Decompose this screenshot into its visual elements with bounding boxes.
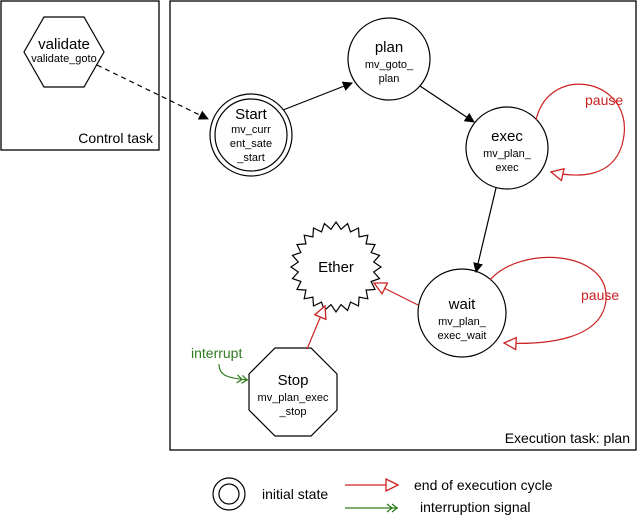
wait-pause-label: pause — [581, 287, 619, 303]
plan-state: plan mv_goto_ plan — [347, 17, 431, 101]
exec-line-1: mv_plan_ — [483, 148, 532, 160]
exec-line-2: exec — [495, 162, 519, 174]
legend-initial-state-symbol — [212, 477, 246, 511]
stop-name: Stop — [278, 372, 309, 389]
legend-interruption: interruption signal — [420, 499, 531, 515]
legend-initial-state: initial state — [262, 486, 328, 502]
validate-function: validate_goto — [31, 53, 96, 65]
interrupt-label: interrupt — [191, 345, 242, 361]
wait-line-2: exec_wait — [438, 330, 487, 342]
wait-pause-loop — [489, 256, 607, 343]
stop-line-2: _stop — [279, 406, 307, 418]
wait-line-1: mv_plan_ — [438, 316, 487, 328]
plan-line-1: mv_goto_ — [365, 59, 414, 71]
start-line-3: _start — [236, 152, 265, 164]
start-line-2: ent_sate — [230, 138, 272, 150]
stop-to-ether-edge — [306, 306, 325, 350]
ether-name: Ether — [318, 259, 354, 276]
start-state: Start mv_curr ent_sate _start — [209, 93, 293, 177]
validate-name: validate — [38, 36, 90, 53]
exec-pause-loop — [535, 83, 625, 175]
legend: initial state end of execution cycle int… — [212, 477, 553, 515]
start-name: Start — [235, 106, 268, 123]
exec-name: exec — [491, 128, 523, 145]
validate-state: validate validate_goto — [23, 16, 105, 88]
start-line-1: mv_curr — [231, 124, 271, 136]
ether-state: Ether — [289, 220, 383, 314]
validate-to-start-edge — [96, 64, 209, 120]
exec-state: exec mv_plan_ exec — [465, 106, 549, 190]
wait-state: wait mv_plan_ exec_wait — [417, 268, 507, 358]
legend-end-of-cycle: end of execution cycle — [414, 477, 553, 493]
start-to-plan-edge — [282, 81, 353, 111]
execution-task-box: Execution task: plan — [169, 0, 637, 451]
control-task-box: Control task — [0, 0, 160, 151]
plan-name: plan — [375, 39, 403, 56]
wait-to-ether-edge — [374, 283, 419, 306]
exec-pause-label: pause — [585, 92, 623, 108]
interrupt-edge — [218, 363, 249, 384]
control-task-title: Control task — [78, 130, 154, 146]
plan-line-2: plan — [379, 73, 400, 85]
wait-name: wait — [448, 296, 477, 313]
stop-state: Stop mv_plan_exec _stop — [248, 347, 338, 437]
exec-to-wait-edge — [473, 187, 497, 273]
execution-task-title: Execution task: plan — [505, 430, 630, 446]
plan-to-exec-edge — [419, 85, 475, 123]
stop-line-1: mv_plan_exec — [258, 392, 329, 404]
